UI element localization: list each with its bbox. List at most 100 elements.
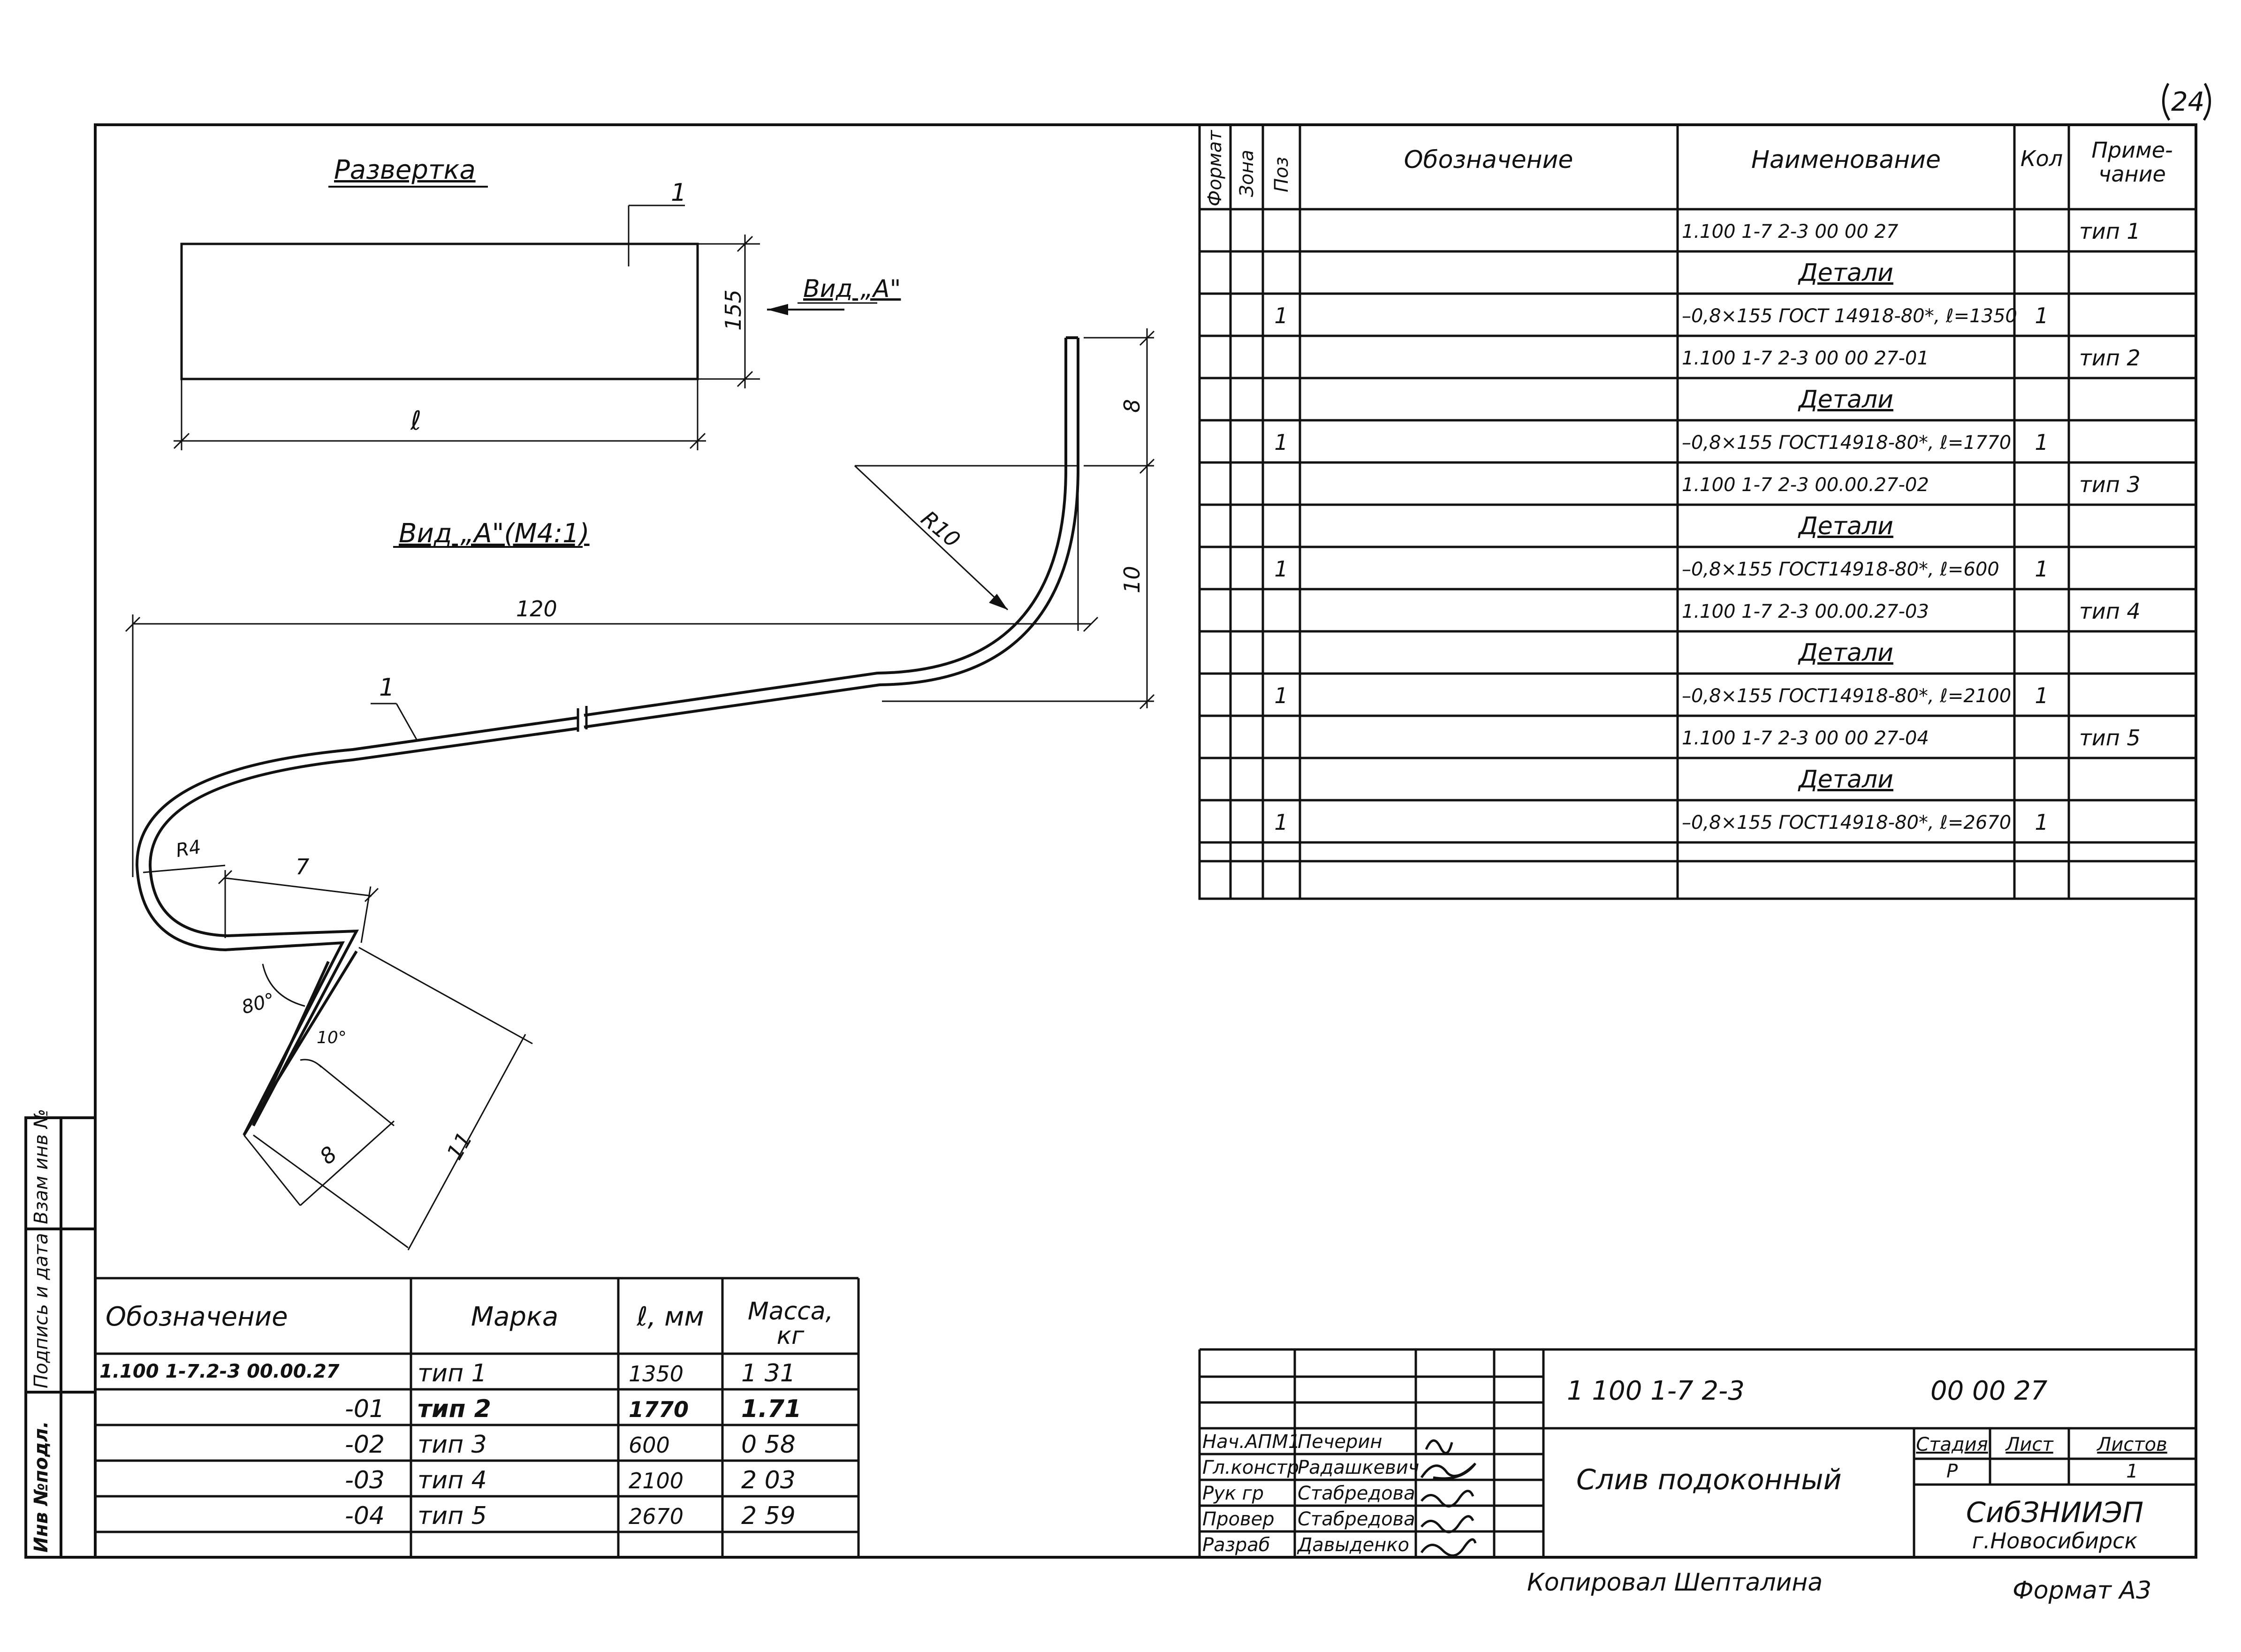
- signature-role: Провер: [1202, 1508, 1275, 1530]
- org-city: г.Новосибирск: [1972, 1528, 2138, 1553]
- dim-10-degrees: 10°: [317, 1028, 347, 1047]
- profile-pos-callout: 1: [379, 674, 395, 702]
- title-block-grid: [1198, 1348, 2196, 1557]
- spec-row-name: –0,8×155 ГОСТ14918-80*, ℓ=1770: [1682, 432, 2012, 454]
- signature-role: Нач.АПМ1: [1202, 1431, 1300, 1453]
- spec-row-section-title: Детали: [1799, 639, 1893, 667]
- dim-r4: R4: [174, 836, 203, 862]
- spec-row-qty: 1: [2035, 683, 2049, 708]
- left-strip-inv-podl: Инв №подл.: [30, 1421, 52, 1553]
- sheets-value: 1: [2126, 1461, 2138, 1482]
- signature-role: Гл.констр: [1202, 1457, 1299, 1478]
- spec-row-section-title: Детали: [1799, 386, 1893, 414]
- org-name: СибЗНИИЭП: [1966, 1496, 2144, 1529]
- mass-row-designation: -02: [345, 1431, 385, 1459]
- dim-120: 120: [516, 596, 557, 621]
- sheets-label: Листов: [2097, 1434, 2167, 1455]
- spec-row-name: 1.100 1-7 2-3 00 00 27-04: [1682, 727, 1929, 749]
- mass-row-length: 2670: [629, 1504, 684, 1529]
- mass-row-mark: тип 3: [418, 1431, 487, 1459]
- mass-row-mass: 1 31: [741, 1359, 796, 1387]
- stage-value: Р: [1946, 1461, 1958, 1482]
- mass-row-length: 1770: [629, 1397, 689, 1422]
- mass-header-mass: Масса, кг: [747, 1297, 834, 1350]
- spec-header-qty: Кол: [2020, 146, 2063, 171]
- spec-row-name: –0,8×155 ГОСТ14918-80*, ℓ=2670: [1682, 812, 2012, 834]
- spec-table-grid: [1198, 123, 2197, 900]
- spec-row-section-title: Детали: [1799, 259, 1893, 287]
- mass-row-mark: тип 1: [418, 1359, 487, 1387]
- format-label: Формат А3: [2013, 1576, 2152, 1605]
- mass-row-mark: тип 2: [418, 1395, 491, 1423]
- spec-row-note: тип 5: [2079, 725, 2141, 750]
- mass-row-length: 600: [629, 1432, 670, 1458]
- view-a-title: Вид „A"(M4:1): [399, 518, 590, 549]
- spec-row-name: 1.100 1-7 2-3 00 00 27: [1682, 221, 1899, 242]
- spec-row-name: –0,8×155 ГОСТ14918-80*, ℓ=600: [1682, 559, 1999, 580]
- signature-name: Давыденко: [1298, 1534, 1409, 1556]
- spec-row-note: тип 1: [2079, 219, 2141, 244]
- mass-row-mass: 0 58: [741, 1431, 796, 1459]
- signature-role: Разраб: [1202, 1534, 1270, 1556]
- signature-name: Стабредова: [1298, 1508, 1415, 1530]
- mass-table-grid: [95, 1277, 860, 1557]
- profile-geometry: [125, 328, 1155, 1250]
- sheet-number: 24: [2171, 87, 2205, 117]
- spec-row-section-title: Детали: [1799, 512, 1893, 540]
- mass-row-designation: -03: [345, 1466, 385, 1494]
- spec-row-qty: 1: [2035, 430, 2049, 455]
- dim-8-top: 8: [1119, 399, 1145, 413]
- signature-name: Стабредова: [1298, 1483, 1415, 1504]
- spec-row-name: 1.100 1-7 2-3 00.00.27-02: [1682, 474, 1929, 496]
- spec-row-name: 1.100 1-7 2-3 00.00.27-03: [1682, 601, 1929, 622]
- spec-row-name: –0,8×155 ГОСТ14918-80*, ℓ=2100: [1682, 685, 2012, 707]
- spec-header-zone: Зона: [1236, 150, 1258, 197]
- spec-row-qty: 1: [2035, 810, 2049, 835]
- spec-header-note: Приме- чание: [2091, 137, 2173, 187]
- copied-by: Копировал Шепталина: [1527, 1569, 1823, 1597]
- view-a-arrow-label: Вид „A": [803, 275, 901, 303]
- left-strip-podpis: Подпись и дата: [30, 1233, 52, 1388]
- doc-number: 00 00 27: [1930, 1376, 2048, 1406]
- dim-width-155: 155: [721, 289, 746, 331]
- spec-row-note: тип 3: [2079, 472, 2141, 497]
- spec-row-pos: 1: [1274, 683, 1288, 708]
- doc-title: Слив подоконный: [1576, 1463, 1842, 1496]
- spec-row-name: 1.100 1-7 2-3 00 00 27-01: [1682, 348, 1929, 369]
- spec-row-section-title: Детали: [1799, 765, 1893, 794]
- mass-header-mark: Марка: [471, 1302, 559, 1332]
- sheet-label: Лист: [2006, 1434, 2053, 1455]
- mass-row-mass: 2 03: [741, 1466, 796, 1494]
- left-strip-vzam: Взам инв №: [30, 1108, 52, 1224]
- mass-row-length: 2100: [629, 1468, 684, 1493]
- signature-name: Радашкевич: [1298, 1457, 1420, 1478]
- development-geometry: [173, 186, 877, 548]
- spec-header-pos: Поз: [1271, 157, 1292, 192]
- spec-row-name: –0,8×155 ГОСТ 14918-80*, ℓ=1350: [1682, 305, 2017, 327]
- spec-row-note: тип 2: [2079, 345, 2141, 371]
- doc-code: 1 100 1-7 2-3: [1567, 1376, 1745, 1406]
- dim-length-l: ℓ: [410, 406, 422, 436]
- stage-label: Стадия: [1916, 1434, 1988, 1455]
- spec-row-pos: 1: [1274, 303, 1288, 328]
- mass-row-mass: 2 59: [741, 1502, 796, 1530]
- spec-row-note: тип 4: [2079, 599, 2141, 624]
- spec-header-format: Формат: [1204, 130, 1226, 206]
- spec-row-qty: 1: [2035, 303, 2049, 328]
- spec-header-name: Наименование: [1751, 146, 1941, 174]
- mass-row-mark: тип 4: [418, 1466, 487, 1494]
- mass-row-designation: -01: [345, 1395, 385, 1423]
- dim-10-right: 10: [1119, 566, 1145, 593]
- mass-row-mass: 1.71: [741, 1395, 802, 1423]
- signature-role: Рук гр: [1202, 1483, 1264, 1504]
- spec-row-pos: 1: [1274, 556, 1288, 582]
- spec-row-qty: 1: [2035, 556, 2049, 582]
- development-pos-callout: 1: [671, 179, 687, 207]
- mass-row-mark: тип 5: [418, 1502, 487, 1530]
- mass-row-designation: 1.100 1-7.2-3 00.00.27: [99, 1361, 340, 1382]
- mass-header-length: ℓ, мм: [637, 1302, 704, 1332]
- spec-row-pos: 1: [1274, 430, 1288, 455]
- dim-7: 7: [296, 854, 310, 879]
